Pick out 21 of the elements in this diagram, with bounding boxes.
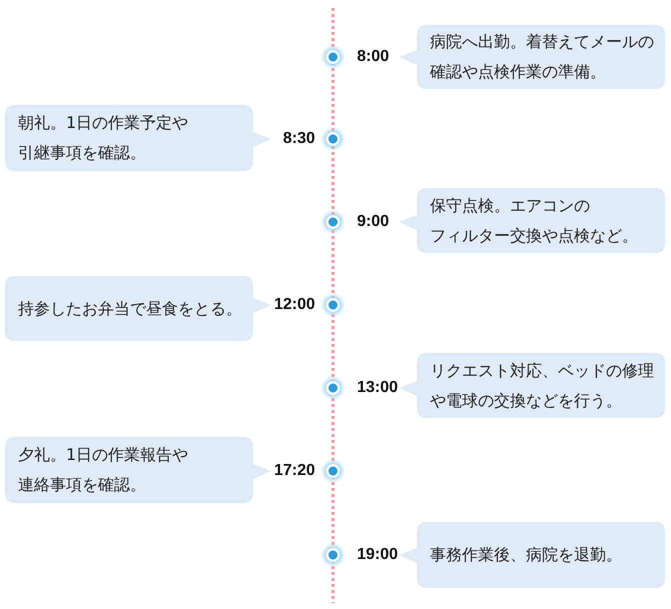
time-label: 13:00 [357, 378, 398, 398]
speech-bubble [399, 522, 665, 588]
bubble-text: 夕礼。1日の作業報告や連絡事項を確認。 [18, 444, 188, 496]
bubble-text: 保守点検。エアコンのフィルター交換や点検など。 [430, 194, 638, 246]
speech-bubble [399, 25, 665, 89]
time-label: 8:30 [282, 129, 315, 149]
speech-bubble [399, 353, 665, 418]
time-label: 9:00 [357, 212, 390, 232]
bubble-text: 朝礼。1日の作業予定や引継事項を確認。 [18, 112, 188, 164]
bubble-text: リクエスト対応、ベッドの修理や電球の交換などを行う。 [430, 360, 654, 412]
time-label: 8:00 [357, 47, 390, 67]
speech-bubble [5, 276, 271, 341]
time-label: 12:00 [274, 295, 315, 315]
bubble-text: 事務作業後、病院を退勤。 [430, 544, 622, 566]
speech-bubble [5, 437, 271, 503]
time-label: 17:20 [274, 461, 315, 481]
speech-bubble [5, 105, 271, 171]
bubble-text: 病院へ出勤。着替えてメールの確認や点検作業の準備。 [430, 31, 654, 83]
time-label: 19:00 [357, 545, 398, 565]
speech-bubble [399, 188, 665, 253]
bubble-text: 持参したお弁当で昼食をとる。 [18, 298, 242, 320]
